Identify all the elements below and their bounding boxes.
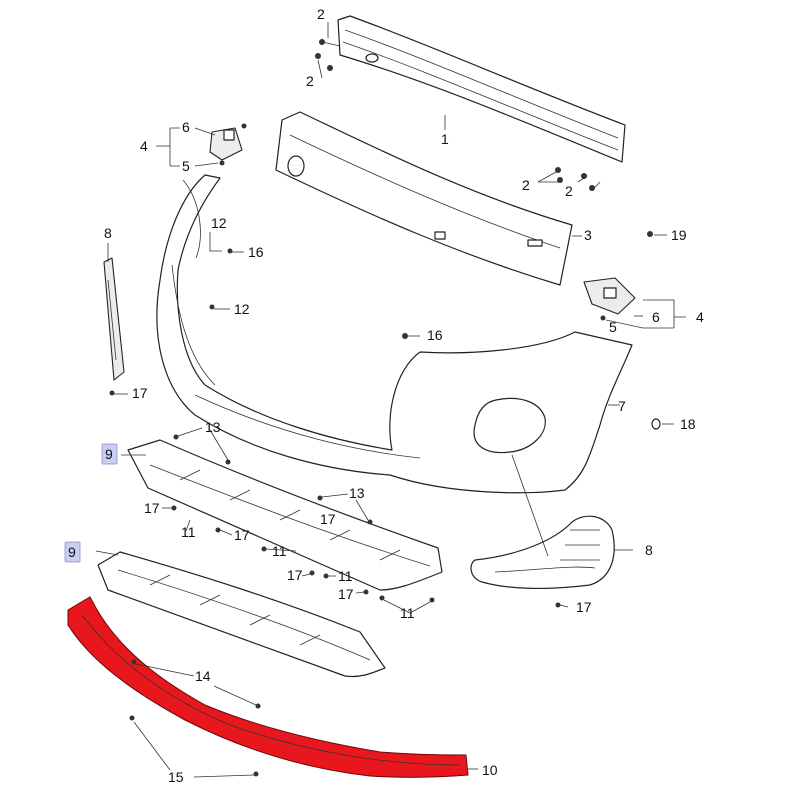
callout-label: 11: [272, 543, 287, 559]
callout-label: 17: [320, 511, 336, 527]
bracket-right: [583, 277, 636, 315]
callout-9-highlight-upper: [101, 443, 118, 465]
callout-label: 5: [182, 158, 190, 174]
callout-label: 6: [182, 119, 190, 135]
bracket-left: [209, 127, 243, 161]
fasteners: [109, 39, 661, 777]
callout-label: 3: [584, 227, 592, 243]
callout-label: 17: [234, 527, 250, 543]
bumper-fascia: [156, 174, 633, 494]
callout-label: 16: [427, 327, 443, 343]
callout-label: 9: [68, 544, 76, 560]
callout-label: 12: [211, 215, 227, 231]
callout-label: 9: [105, 446, 113, 462]
callout-label: 6: [652, 309, 660, 325]
callout-label: 17: [287, 567, 303, 583]
callout-label: 8: [104, 225, 112, 241]
callout-9-highlight-lower: [64, 541, 81, 563]
callout-label: 19: [671, 227, 687, 243]
callout-label: 4: [140, 138, 148, 154]
fog-lamp-bezel: [470, 515, 615, 590]
callout-label: 15: [168, 769, 184, 785]
callout-label: 17: [144, 500, 160, 516]
energy-absorber: [275, 111, 573, 286]
callout-label: 11: [338, 568, 353, 584]
callout-label: 7: [618, 398, 626, 414]
callout-label: 4: [696, 309, 704, 325]
callout-label: 2: [317, 6, 325, 22]
callout-label: 2: [306, 73, 314, 89]
callout-label: 17: [338, 586, 354, 602]
callout-labels: 1 2 2 2 2 3 4 4 5 5 6 6 7 8 8 9 9 10 11 …: [68, 6, 704, 785]
callout-label: 2: [565, 183, 573, 199]
callout-label: 17: [576, 599, 592, 615]
callout-label: 17: [132, 385, 148, 401]
front-spoiler-shape: [67, 596, 469, 778]
callout-label: 2: [522, 177, 530, 193]
callout-label: 18: [680, 416, 696, 432]
front-spoiler-highlighted: [67, 596, 469, 778]
callout-label: 8: [645, 542, 653, 558]
underbody-shield-lower: [97, 551, 386, 678]
callout-label: 11: [181, 524, 196, 540]
callout-label: 10: [482, 762, 498, 778]
callout-label: 16: [248, 244, 264, 260]
callout-label: 12: [234, 301, 250, 317]
callout-label: 11: [400, 605, 415, 621]
callout-label: 13: [349, 485, 365, 501]
callout-label: 5: [609, 319, 617, 335]
callout-label: 13: [205, 419, 221, 435]
callout-label: 1: [441, 131, 449, 147]
callout-label: 14: [195, 668, 211, 684]
impact-bar: [337, 15, 626, 163]
side-bracket-left: [103, 257, 125, 381]
leader-lines: [95, 22, 686, 778]
air-deflector-upper: [127, 439, 443, 591]
